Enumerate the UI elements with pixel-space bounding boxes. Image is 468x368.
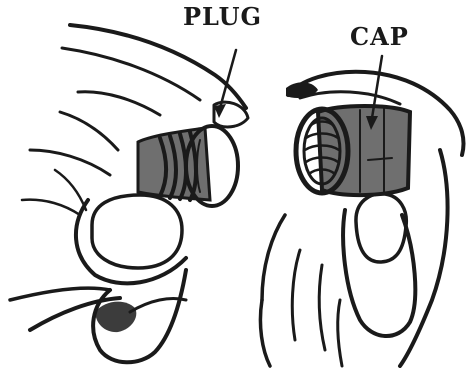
plug-object: [138, 126, 238, 206]
left-hand: [10, 25, 248, 362]
cap-object: [296, 106, 410, 195]
plug-label: PLUG: [183, 2, 262, 31]
cap-label: CAP: [350, 22, 409, 51]
